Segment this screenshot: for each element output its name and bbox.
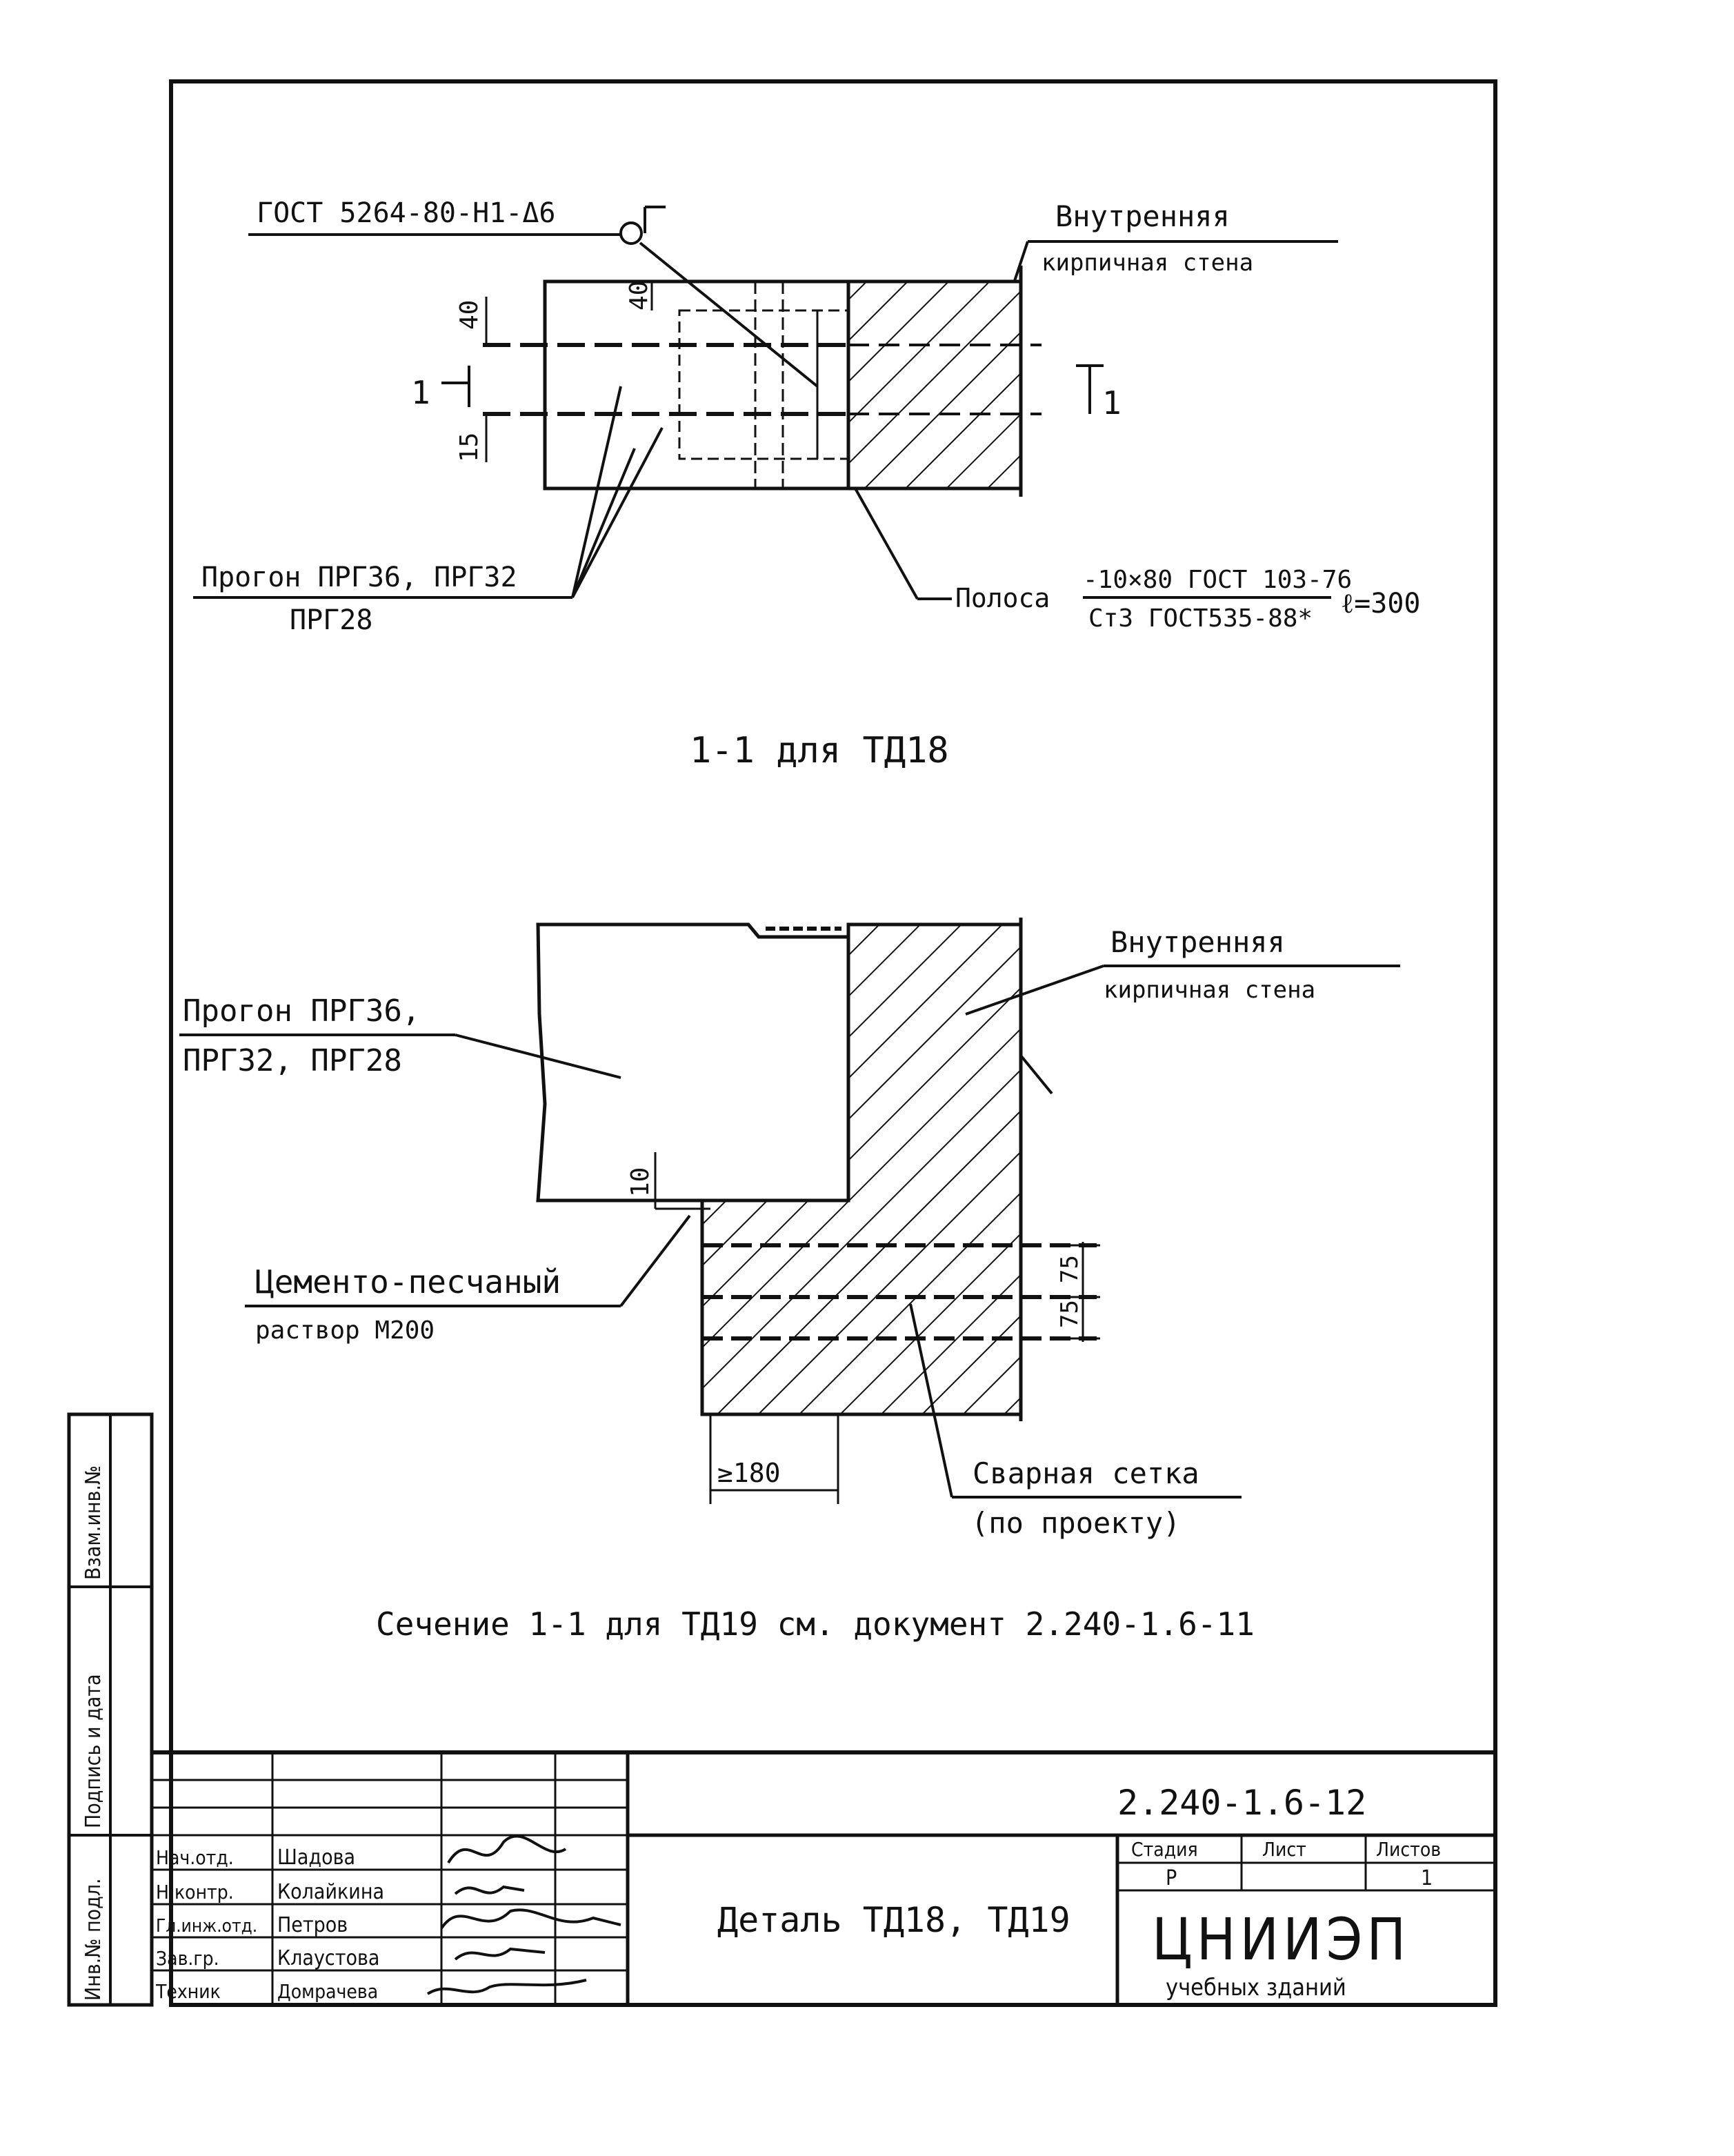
weld-note: ГОСТ 5264-80-Н1-Δ6 bbox=[257, 197, 555, 229]
purlin-label-top-2: ПРГ28 bbox=[290, 604, 372, 636]
mesh-label-2: (по проекту) bbox=[971, 1506, 1180, 1540]
purlin-label-bottom-1: Прогон ПРГ36, bbox=[183, 993, 420, 1029]
title-block: Нач.отд. Шадова Н.контр. Колайкина Гл.ин… bbox=[152, 1750, 1495, 2005]
org-subtitle: учебных зданий bbox=[1166, 1974, 1346, 2001]
dim-15-left: 15 bbox=[455, 433, 484, 462]
signer-role: Нач.отд. bbox=[156, 1846, 234, 1869]
dim-75-lower: 75 bbox=[1056, 1300, 1084, 1328]
signature-scribble bbox=[454, 1947, 546, 1961]
wall-label-bottom-2: кирпичная стена bbox=[1104, 976, 1315, 1004]
caption-bottom: Сечение 1-1 для ТД19 см. документ 2.240-… bbox=[376, 1605, 1255, 1643]
wall-label-top-1: Внутренняя bbox=[1055, 199, 1230, 233]
side-stamp-field3: Инв.№ подл. bbox=[81, 1878, 106, 2001]
mortar-label-2: раствор М200 bbox=[255, 1316, 435, 1345]
caption-top: 1-1 для ТД18 bbox=[690, 730, 949, 771]
stage-value: Р bbox=[1166, 1866, 1177, 1890]
sheets-header: Листов bbox=[1376, 1838, 1441, 1861]
org-name: ЦНИИЭП bbox=[1152, 1906, 1410, 1973]
section-mark-right: 1 bbox=[1102, 384, 1122, 422]
doc-code: 2.240-1.6-12 bbox=[1117, 1783, 1366, 1823]
signer-role: Н.контр. bbox=[156, 1881, 234, 1903]
detail-bottom: 75 75 10 ≥180 Внутренняя кирпичная стена… bbox=[179, 918, 1400, 1643]
signer-name: Колайкина bbox=[277, 1880, 384, 1904]
signer-name: Клаустова bbox=[277, 1946, 379, 1970]
signature-grid: Нач.отд. Шадова Н.контр. Колайкина Гл.ин… bbox=[152, 1752, 628, 2005]
signature-scribble bbox=[454, 1885, 525, 1895]
strip-length: ℓ=300 bbox=[1341, 588, 1421, 620]
purlin-label-top-1: Прогон ПРГ36, ПРГ32 bbox=[201, 562, 517, 593]
wall-top-hatch bbox=[846, 279, 1023, 491]
signature-scribble bbox=[426, 1979, 587, 1995]
signature-scribble bbox=[447, 1834, 567, 1864]
signer-role: Гл.инж.отд. bbox=[156, 1916, 257, 1937]
wall-label-top-2: кирпичная стена bbox=[1042, 249, 1253, 277]
drawing-title: Деталь ТД18, ТД19 bbox=[717, 1900, 1070, 1940]
wall-label-bottom-1: Внутренняя bbox=[1110, 925, 1285, 959]
dim-10: 10 bbox=[626, 1167, 655, 1197]
dim-40-inner: 40 bbox=[625, 281, 653, 310]
dim-75-upper: 75 bbox=[1056, 1255, 1084, 1283]
side-stamp-field2: Подпись и дата bbox=[81, 1674, 106, 1828]
detail-top: ГОСТ 5264-80-Н1-Δ6 40 15 40 1 bbox=[193, 197, 1421, 771]
purlin-label-bottom-2: ПРГ32, ПРГ28 bbox=[183, 1043, 402, 1078]
strip-prefix: Полоса bbox=[955, 583, 1050, 613]
strip-denominator: Ст3 ГОСТ535-88* bbox=[1088, 604, 1313, 633]
drawing-frame bbox=[169, 79, 1497, 2007]
strip-numerator: -10×80 ГОСТ 103-76 bbox=[1083, 566, 1352, 594]
signer-name: Шадова bbox=[277, 1846, 355, 1870]
dim-180: ≥180 bbox=[717, 1458, 781, 1488]
mesh-label-1: Сварная сетка bbox=[973, 1456, 1199, 1490]
mortar-label-1: Цементо-песчаный bbox=[255, 1263, 561, 1300]
section-mark-left: 1 bbox=[411, 374, 430, 411]
sheet-header: Лист bbox=[1262, 1838, 1306, 1861]
stage-header: Стадия bbox=[1131, 1838, 1198, 1861]
signer-name: Петров bbox=[277, 1913, 348, 1937]
purlin-bottom bbox=[536, 922, 850, 1203]
signature-scribble bbox=[440, 1908, 621, 1930]
signer-name: Домрачева bbox=[277, 1980, 378, 2003]
side-stamp: Взам.инв.№ Подпись и дата Инв.№ подл. bbox=[67, 1412, 154, 2007]
signer-role: Зав.гр. bbox=[156, 1947, 219, 1970]
side-stamp-field1: Взам.инв.№ bbox=[81, 1465, 106, 1580]
dim-40-left: 40 bbox=[455, 300, 484, 330]
stage-table: Стадия Лист Листов Р 1 bbox=[1117, 1835, 1495, 1892]
signer-role: Техник bbox=[155, 1980, 221, 2003]
purlin-top-outline bbox=[543, 279, 850, 491]
sheets-value: 1 bbox=[1421, 1866, 1433, 1890]
